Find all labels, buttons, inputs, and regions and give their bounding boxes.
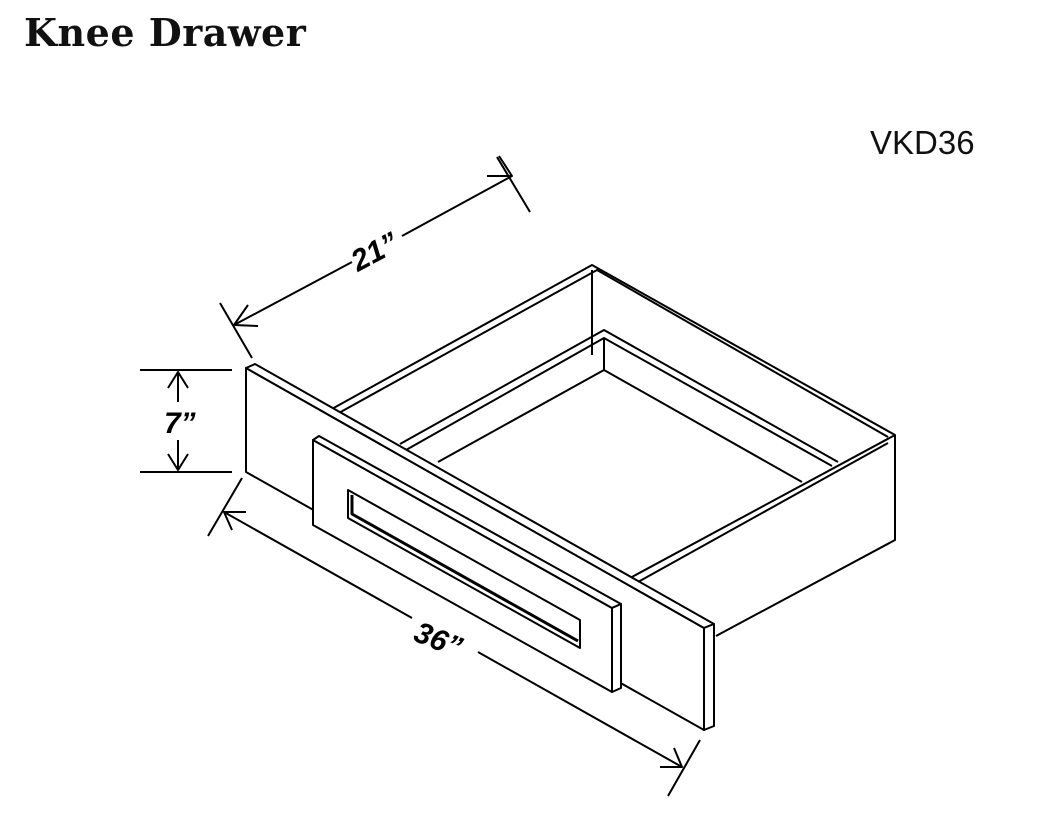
width-label: 36” (409, 616, 466, 665)
drawer-box (245, 264, 896, 731)
model-code: VKD36 (870, 124, 975, 161)
dimension-width: 36” (207, 477, 701, 797)
inner-panel-top (399, 329, 839, 463)
right-side-top (629, 434, 896, 583)
drawer-front-side-edge (611, 603, 622, 693)
box-top-edge-inner (336, 269, 889, 438)
page-title: Knee Drawer (24, 10, 307, 55)
dimension-height: 7” (140, 369, 232, 473)
front-panel-side-edge (703, 623, 715, 731)
depth-label: 21” (345, 226, 404, 278)
drawer-bottom-edge (437, 369, 803, 483)
inner-panel-top-inner (405, 337, 833, 467)
dimension-depth: 21” (219, 155, 531, 359)
height-label: 7” (164, 407, 196, 440)
